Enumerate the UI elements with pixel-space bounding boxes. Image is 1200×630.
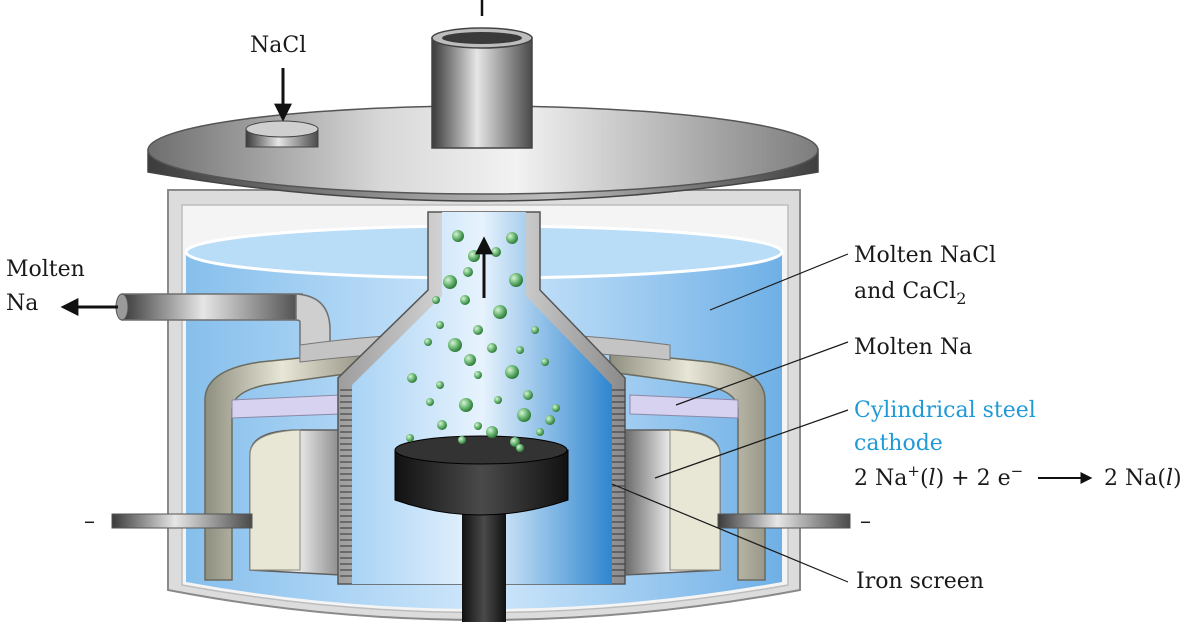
bubble [510,437,520,447]
bubble [448,338,462,352]
reaction-close-paren: ) [1173,466,1182,491]
chlorine-bubbles [406,230,560,452]
reaction-reactant: 2 Na [854,466,907,491]
leader-cathode [654,409,849,479]
leader-iron-screen [611,483,849,583]
bubble [426,398,434,406]
molten-na-outlet-pipe [115,293,331,357]
bubble [436,321,444,329]
bubble [460,295,470,305]
bubble [436,381,444,389]
bubble [531,326,539,334]
bubble [474,371,482,379]
label-iron-screen: Iron screen [856,569,984,594]
nacl-feed-port [245,120,319,148]
leader-molten-nacl [709,253,849,311]
bubble [459,398,473,412]
label-molten-na-out-line1: Molten [6,257,85,282]
chlorine-exhaust-pipe [431,0,533,149]
bubble [494,396,502,404]
bubble [493,305,507,319]
graphite-anode [394,435,569,622]
label-nacl-input: NaCl [250,33,306,58]
label-minus-left: – [84,509,95,534]
bubble [506,232,518,244]
bubble [491,247,501,257]
label-molten-na: Molten Na [854,335,972,360]
reaction-state-l1: l [929,466,936,491]
label-cathode-line1: Cylindrical steel [854,398,1036,423]
bubble [464,354,476,366]
bubble [516,444,524,452]
iron-screen [340,389,625,577]
bubble [545,415,555,425]
bubble [486,426,498,438]
label-reaction-equation: 2 Na+(l) + 2 e− [854,462,1023,491]
label-reaction-product: 2 Na(l) [1104,466,1182,491]
reaction-plus-sup: + [907,462,920,480]
bubble [458,436,466,444]
bubble [541,358,549,366]
bubble [424,338,432,346]
bubble [516,346,524,354]
label-cacl2-subscript: 2 [956,289,966,308]
leader-molten-na [675,341,849,406]
bubble [505,365,519,379]
bubble [517,408,531,422]
bubble [463,267,473,277]
label-molten-nacl-line2: and CaCl2 [854,279,966,308]
bubble [443,275,457,289]
cathode-terminal-right [717,513,851,529]
bubble [552,404,560,412]
cylindrical-steel-cathode [249,429,721,576]
bubble [523,390,533,400]
bubble [509,273,523,287]
reaction-minus-sup: − [1011,462,1024,480]
label-molten-na-out-line2: Na [6,291,38,316]
label-cathode-line2: cathode [854,431,943,456]
bubble [437,420,447,430]
bubble [452,230,464,242]
bubble [407,373,417,383]
bubble [474,422,482,430]
label-minus-right: – [860,509,871,534]
reaction-state-l2: l [1166,466,1173,491]
bubble [473,325,483,335]
reaction-electrons: ) + 2 e [936,466,1011,491]
bubble [432,296,440,304]
cathode-terminal-left [111,513,253,529]
bubble [406,434,414,442]
bubble [468,250,480,262]
bubble [536,428,544,436]
reaction-product-na: 2 Na( [1104,466,1166,491]
bubble [487,343,497,353]
label-molten-nacl-line1: Molten NaCl [854,243,996,268]
reaction-paren-open: ( [920,466,929,491]
label-molten-nacl-text: and CaCl [854,279,956,304]
